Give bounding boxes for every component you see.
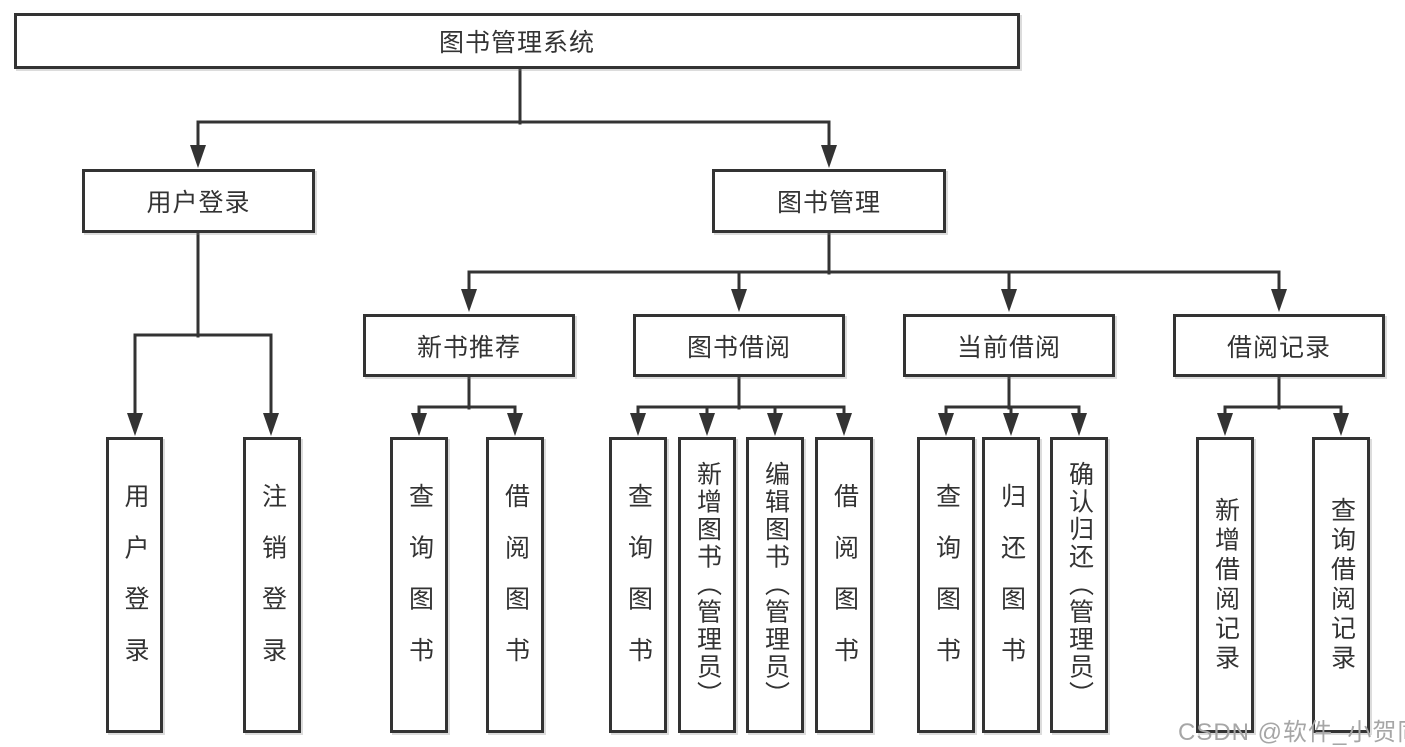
arrowhead	[630, 413, 646, 436]
connector-book-borrow-group	[630, 375, 852, 436]
leaf-query-borrow-record: 查询借阅记录	[1312, 437, 1370, 733]
node-new-book-recommend: 新书推荐	[363, 314, 575, 377]
arrowhead	[767, 413, 783, 436]
arrowhead	[699, 413, 715, 436]
arrowhead	[507, 413, 523, 436]
node-book-management: 图书管理	[712, 169, 946, 233]
arrowhead	[821, 145, 837, 168]
arrowhead	[411, 413, 427, 436]
leaf-add-borrow-record-label: 新增借阅记录	[1211, 496, 1240, 674]
leaf-add-borrow-record: 新增借阅记录	[1196, 437, 1254, 733]
arrowhead	[1003, 413, 1019, 436]
node-current-borrow-label: 当前借阅	[956, 333, 1061, 362]
arrowhead	[1071, 413, 1087, 436]
leaf-edit-books-admin-label: 编辑图书（管理员）	[761, 461, 790, 709]
leaf-borrow-books-recommend: 借阅图书	[486, 437, 544, 733]
arrowhead	[731, 289, 747, 312]
node-book-borrow: 图书借阅	[633, 314, 845, 377]
node-borrow-records-label: 借阅记录	[1226, 333, 1331, 362]
arrowhead	[1217, 413, 1233, 436]
node-borrow-records: 借阅记录	[1173, 314, 1385, 377]
leaf-logout-label: 注销登录	[258, 482, 287, 688]
leaf-return-books-label: 归还图书	[997, 482, 1026, 688]
leaf-return-books: 归还图书	[982, 437, 1040, 733]
connector-book-management-branch	[461, 231, 1287, 312]
connector-current-borrow-group	[938, 375, 1087, 436]
leaf-query-borrow-record-label: 查询借阅记录	[1327, 496, 1356, 674]
arrowhead	[461, 289, 477, 312]
node-root-label: 图书管理系统	[438, 29, 595, 57]
leaf-query-books-recommend-label: 查询图书	[405, 482, 434, 688]
node-book-borrow-label: 图书借阅	[686, 333, 791, 362]
arrowhead	[836, 413, 852, 436]
node-root: 图书管理系统	[14, 13, 1020, 69]
leaf-query-books-current: 查询图书	[917, 437, 975, 733]
arrowhead	[1001, 289, 1017, 312]
leaf-user-login-label: 用户登录	[121, 482, 149, 688]
node-current-borrow: 当前借阅	[903, 314, 1115, 377]
leaf-query-books-borrow: 查询图书	[609, 437, 667, 733]
arrowhead	[127, 413, 143, 436]
node-book-management-label: 图书管理	[776, 189, 881, 217]
arrowhead	[1271, 289, 1287, 312]
arrowhead	[1333, 413, 1349, 436]
leaf-logout: 注销登录	[243, 437, 301, 733]
leaf-borrow-books-label: 借阅图书	[830, 482, 859, 688]
connector-root-to-level2	[190, 67, 837, 168]
node-new-book-recommend-label: 新书推荐	[416, 333, 521, 362]
arrowhead	[938, 413, 954, 436]
connector-borrow-records-group	[1217, 375, 1349, 436]
node-user-login-label: 用户登录	[146, 189, 251, 217]
csdn-watermark: CSDN @软件_小贺同学	[1178, 719, 1405, 746]
connector-new-book-group	[411, 375, 523, 436]
leaf-borrow-books: 借阅图书	[815, 437, 873, 733]
leaf-query-books-recommend: 查询图书	[390, 437, 448, 733]
node-user-login: 用户登录	[82, 169, 315, 233]
leaf-add-books-admin-label: 新增图书（管理员）	[693, 461, 722, 709]
leaf-user-login: 用户登录	[106, 437, 163, 733]
leaf-confirm-return-admin-label: 确认归还（管理员）	[1065, 461, 1094, 709]
leaf-query-books-borrow-label: 查询图书	[624, 482, 653, 688]
connector-user-login-branch	[127, 231, 279, 436]
arrowhead	[190, 145, 206, 168]
leaf-confirm-return-admin: 确认归还（管理员）	[1050, 437, 1108, 733]
arrowhead	[263, 413, 279, 436]
leaf-query-books-current-label: 查询图书	[932, 482, 961, 688]
leaf-edit-books-admin: 编辑图书（管理员）	[746, 437, 804, 733]
leaf-add-books-admin: 新增图书（管理员）	[678, 437, 736, 733]
leaf-borrow-books-recommend-label: 借阅图书	[501, 482, 530, 688]
